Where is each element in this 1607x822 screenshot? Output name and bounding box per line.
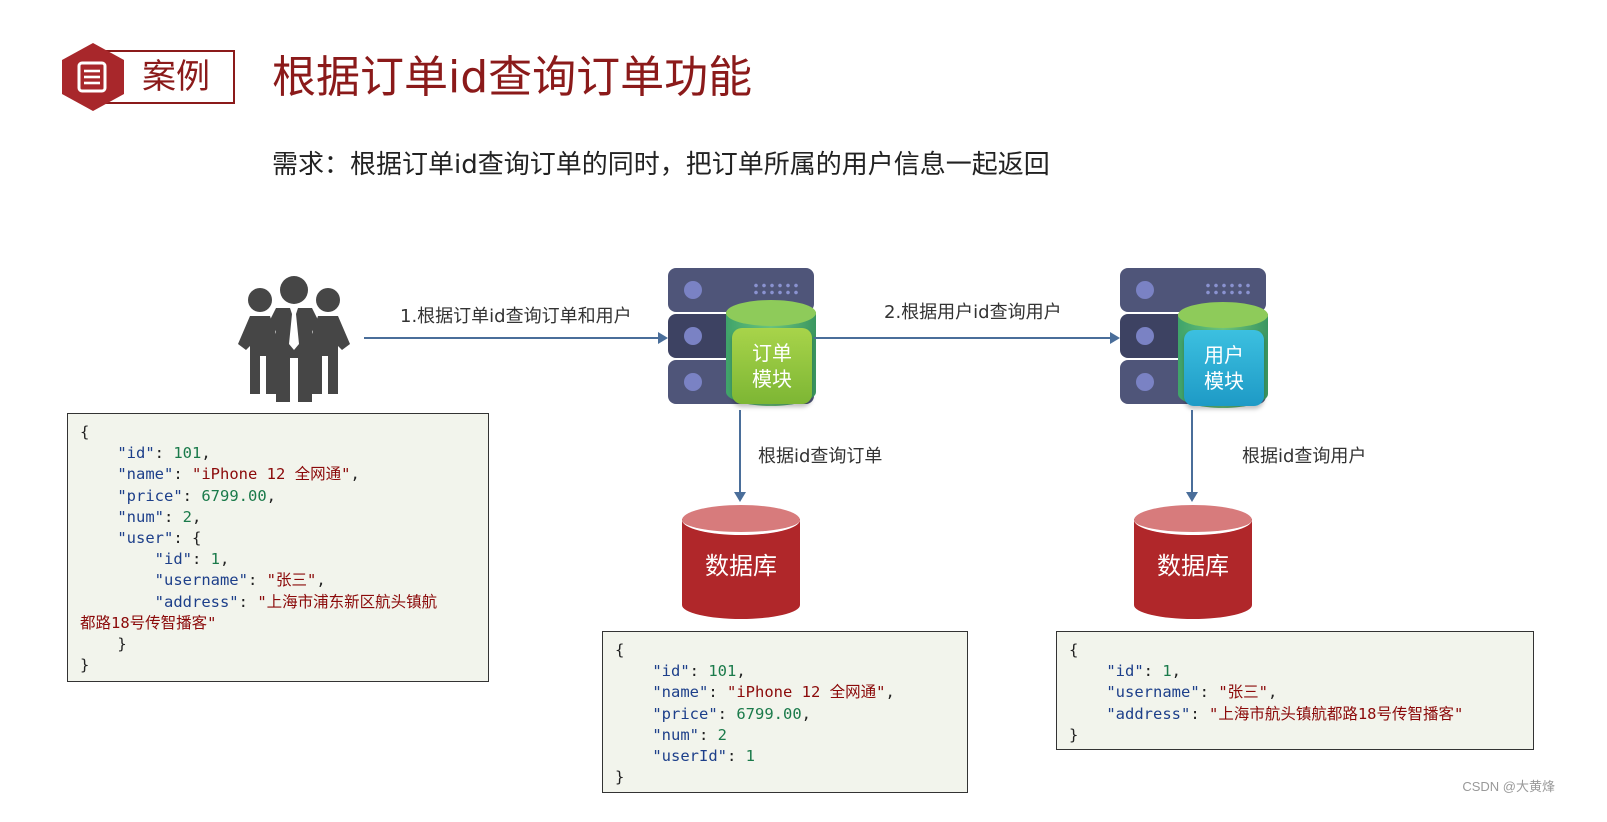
order-module: 订单 模块 — [726, 300, 816, 412]
user-database-label: 数据库 — [1157, 552, 1229, 580]
arrowhead-icon — [658, 332, 668, 344]
document-icon — [62, 43, 124, 111]
edge-label-client-to-order: 1.根据订单id查询订单和用户 — [400, 306, 632, 327]
arrow-user-to-db — [1191, 410, 1193, 494]
user-json-box: { "id": 1, "username": "张三", "address": … — [1056, 631, 1534, 750]
edge-label-order-to-db: 根据id查询订单 — [758, 446, 883, 467]
arrowhead-icon — [1110, 332, 1120, 344]
user-module-label-1: 用户 — [1204, 343, 1244, 367]
user-database: 数据库 — [1134, 505, 1252, 621]
arrow-client-to-order — [364, 337, 660, 339]
user-module: 用户 模块 — [1178, 302, 1268, 414]
users-group-icon — [238, 276, 350, 402]
edge-label-order-to-user: 2.根据用户id查询用户 — [884, 302, 1062, 323]
page-title: 根据订单id查询订单功能 — [272, 52, 753, 103]
arrowhead-icon — [1186, 492, 1198, 502]
user-module-label-2: 模块 — [1204, 369, 1244, 393]
arrow-order-to-db — [739, 410, 741, 494]
order-database-label: 数据库 — [705, 552, 777, 580]
watermark: CSDN @大黄烽 — [1462, 779, 1555, 794]
arrow-order-to-user — [814, 337, 1112, 339]
order-module-label-2: 模块 — [752, 367, 792, 391]
case-badge-label: 案例 — [142, 57, 210, 97]
edge-label-user-to-db: 根据id查询用户 — [1242, 446, 1367, 467]
order-json-box: { "id": 101, "name": "iPhone 12 全网通", "p… — [602, 631, 968, 793]
arrowhead-icon — [734, 492, 746, 502]
order-module-label-1: 订单 — [752, 341, 792, 365]
requirement-text: 需求：根据订单id查询订单的同时，把订单所属的用户信息一起返回 — [272, 150, 1050, 180]
response-json-box: { "id": 101, "name": "iPhone 12 全网通", "p… — [67, 413, 489, 682]
order-database: 数据库 — [682, 505, 800, 621]
